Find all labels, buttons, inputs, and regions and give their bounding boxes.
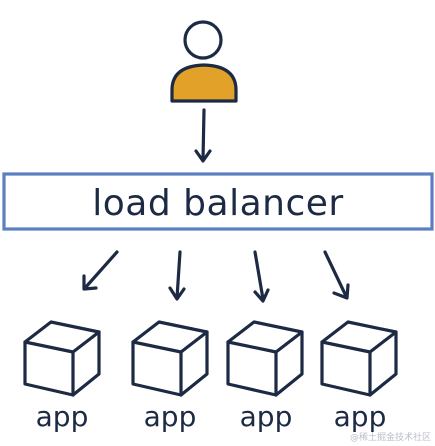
- balancer-to-app-arrow-4: [323, 250, 350, 300]
- load-balancer-label: load balancer: [92, 183, 343, 224]
- app-cube-1: [23, 320, 101, 397]
- user-to-balancer-arrow: [194, 108, 212, 163]
- user-icon: [170, 20, 238, 103]
- balancer-to-app-arrow-1: [82, 250, 119, 291]
- app-cube-2: [131, 320, 209, 397]
- app-label-4: app: [334, 400, 387, 433]
- app-label-1: app: [36, 400, 89, 433]
- user-head: [183, 20, 223, 60]
- balancer-to-app-arrow-2: [168, 250, 186, 301]
- app-label-3: app: [240, 400, 293, 433]
- user-body: [170, 63, 238, 103]
- watermark: @稀土掘金技术社区: [350, 431, 431, 443]
- app-label-2: app: [144, 400, 197, 433]
- balancer-to-app-arrow-3: [253, 250, 270, 303]
- load-balancer-box: [2, 172, 434, 231]
- app-cube-4: [320, 320, 398, 397]
- app-cube-3: [226, 320, 304, 397]
